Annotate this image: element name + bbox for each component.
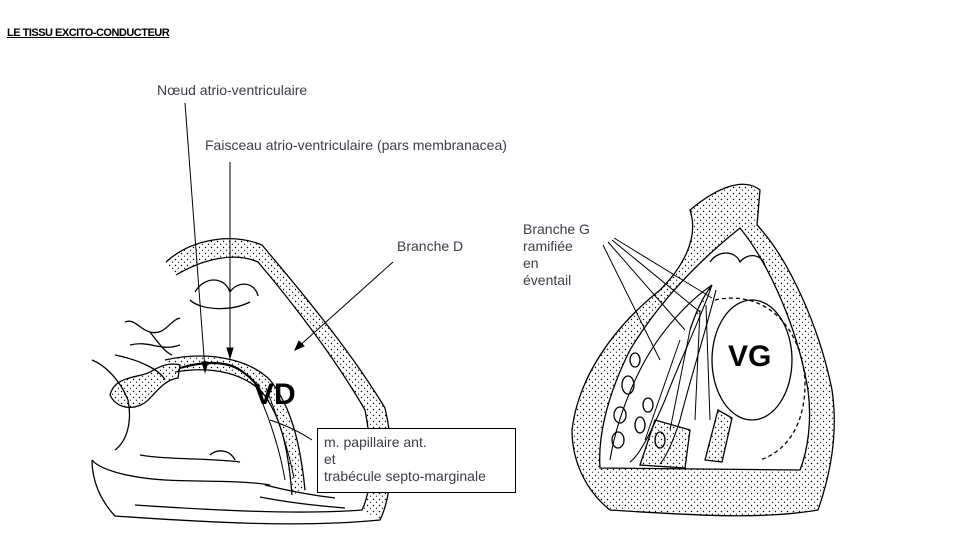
chamber-label-vd: VD (254, 378, 296, 411)
page-title: LE TISSU EXCITO-CONDUCTEUR (7, 27, 170, 39)
papillaire-line-3: trabécule septo-marginale (324, 468, 486, 484)
branche-g-line-3: en (523, 255, 539, 271)
branche-g-line-4: éventail (523, 272, 572, 288)
papillaire-line-2: et (324, 451, 336, 467)
left-ventricle-drawing (571, 183, 835, 517)
branche-g-line-1: Branche G (523, 221, 590, 237)
label-noeud-atrio-ventriculaire: Nœud atrio-ventriculaire (157, 82, 308, 98)
papillaire-line-1: m. papillaire ant. (324, 434, 427, 450)
branche-g-line-2: ramifiée (523, 238, 573, 254)
leader-lines-left (184, 102, 394, 374)
chamber-label-vg: VG (728, 340, 772, 373)
papillaire-label-box: m. papillaire ant. et trabécule septo-ma… (317, 428, 516, 493)
label-branche-d: Branche D (397, 238, 464, 254)
label-faisceau-atrio-ventriculaire: Faisceau atrio-ventriculaire (pars membr… (205, 137, 507, 153)
leader-lines-right (602, 237, 713, 361)
label-branche-g: Branche G ramifiée en éventail (523, 221, 590, 289)
